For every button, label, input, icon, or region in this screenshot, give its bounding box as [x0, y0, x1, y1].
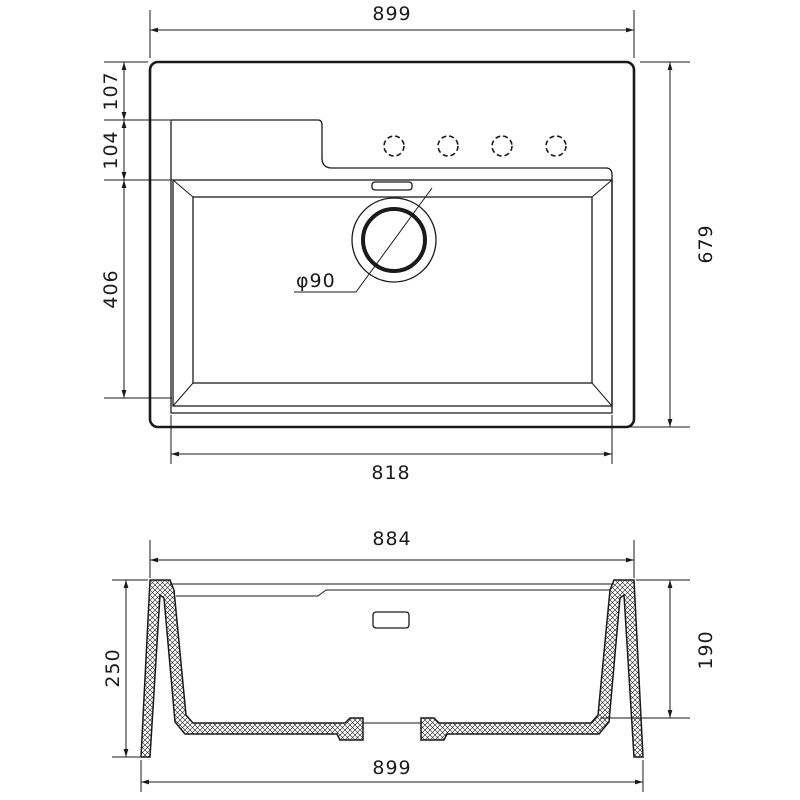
tap-hole-4: [545, 135, 567, 157]
bowl-outer-edge: [172, 179, 613, 407]
top-view: φ90 899 679 107 104 406 818: [100, 3, 717, 484]
total-height-label: 250: [102, 648, 124, 687]
back-ledge-label: 107: [100, 71, 122, 110]
section-left-wall: [140, 579, 364, 758]
base-width-label: 899: [372, 757, 411, 779]
overall-width-label: 899: [372, 3, 411, 25]
drain-diameter-label: φ90: [296, 270, 336, 292]
section-right-wall: [420, 579, 644, 758]
bowl-depth-label: 406: [100, 269, 122, 308]
bowl-height-label: 190: [695, 630, 717, 669]
bowl-width-label: 818: [371, 462, 410, 484]
drain-outer: [351, 197, 437, 283]
tap-hole-2: [437, 135, 459, 157]
tap-hole-1: [383, 135, 405, 157]
overall-depth-label: 679: [695, 224, 717, 263]
tap-hole-3: [491, 135, 513, 157]
overflow-slot: [371, 181, 413, 191]
drain-diameter-leader: [294, 187, 433, 293]
sink-outer-rim: [148, 60, 636, 429]
section-overflow-slot: [372, 611, 410, 629]
section-view: 884 899 250 190: [102, 528, 717, 792]
tap-deck-label: 104: [100, 130, 122, 169]
bowl-inner-edge: [192, 196, 593, 384]
sink-inner-outline: [170, 119, 613, 414]
drain-inner: [361, 207, 427, 273]
top-width-label: 884: [372, 528, 411, 550]
